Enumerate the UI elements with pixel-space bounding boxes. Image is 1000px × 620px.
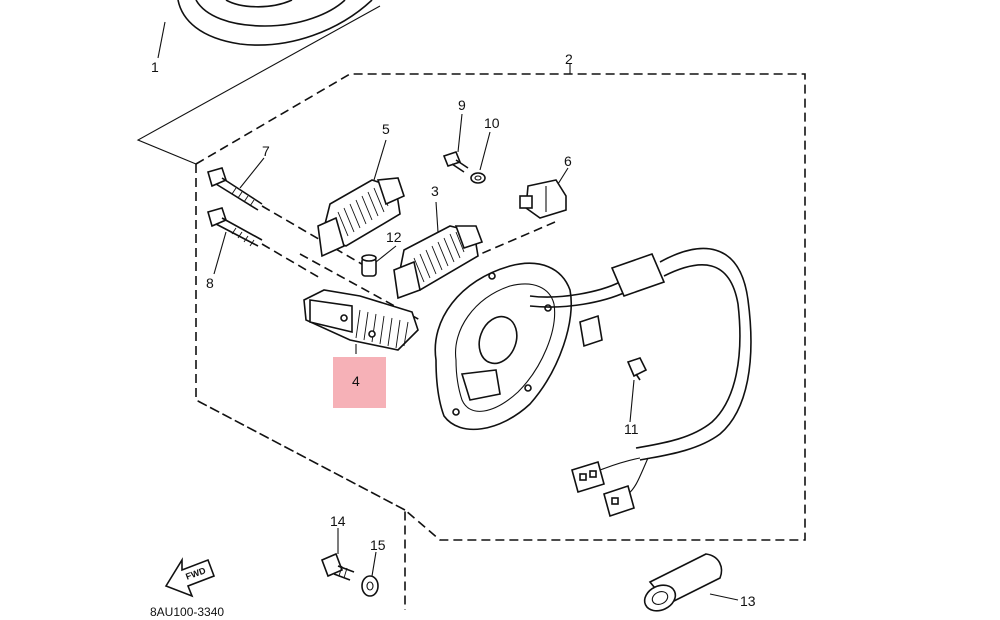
cap-13 [643, 553, 723, 612]
callout-3: 3 [431, 183, 439, 199]
holder-6 [519, 179, 567, 219]
leader-lines [213, 64, 739, 601]
callout-9: 9 [458, 97, 466, 113]
washer-15 [361, 575, 379, 597]
drawing-code: 8AU100-3340 [150, 605, 224, 619]
callout-2: 2 [565, 51, 573, 67]
charging-coil-4 [303, 289, 419, 351]
bolt-14 [320, 552, 355, 581]
wire-harness [529, 247, 752, 518]
highlight-box-4 [333, 357, 386, 408]
callout-7: 7 [262, 143, 270, 159]
pickup-coil-3 [393, 225, 484, 300]
callout-6: 6 [564, 153, 572, 169]
callout-14: 14 [330, 513, 346, 529]
washer-10 [470, 172, 486, 184]
forward-arrow-icon: FWD [164, 557, 216, 598]
callout-8: 8 [206, 275, 214, 291]
screw-11 [626, 357, 648, 381]
callout-1: 1 [151, 59, 159, 75]
callout-5: 5 [382, 121, 390, 137]
screw-9 [442, 151, 469, 173]
flywheel-partial [157, 0, 373, 59]
callout-15: 15 [370, 537, 386, 553]
stator-plate [434, 262, 573, 431]
callouts: 1 2 3 4 5 6 7 8 9 10 11 12 13 14 15 [151, 51, 756, 609]
bolt-7 [207, 167, 263, 211]
callout-11: 11 [624, 421, 639, 437]
source-coil-5 [317, 177, 405, 258]
assembly-outline [195, 73, 806, 610]
callout-13: 13 [740, 593, 756, 609]
callout-12: 12 [386, 229, 402, 245]
bolt-8 [207, 207, 263, 247]
collar-12 [361, 254, 377, 277]
callout-4: 4 [352, 373, 360, 389]
callout-10: 10 [484, 115, 500, 131]
